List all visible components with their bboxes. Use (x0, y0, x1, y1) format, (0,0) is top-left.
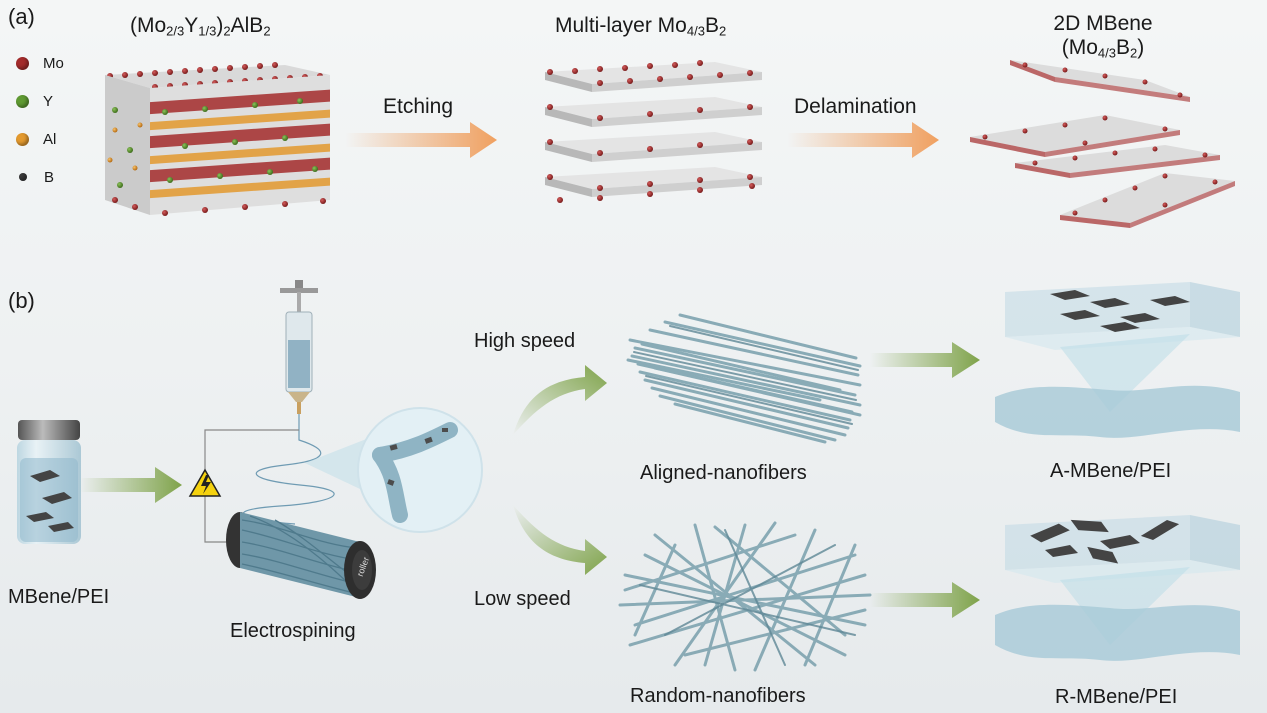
aligned-nanofibers-mat (626, 313, 862, 444)
random-nanofibers-mat (618, 521, 872, 672)
panel-b-label: (b) (8, 288, 35, 313)
aligned-to-composite-arrow-icon (870, 342, 980, 378)
delamination-label: Delamination (794, 95, 917, 118)
panel-a-label: (a) (8, 4, 35, 29)
multilayer-mbene (545, 60, 762, 203)
legend-label-mo: Mo (43, 54, 64, 72)
etching-arrow-icon (345, 122, 497, 158)
mo-dot-icon (16, 56, 29, 70)
vial-label: MBene/PEI (8, 586, 110, 608)
legend-item-mo: Mo (16, 44, 64, 82)
b-dot-icon (19, 173, 27, 181)
mbene-pei-vial (17, 420, 81, 544)
legend-item-al: Al (16, 120, 64, 158)
high-voltage-icon (188, 468, 222, 497)
speed-branch-arrows-icon (513, 365, 607, 575)
max-phase-crystal (105, 62, 330, 216)
random-nanofibers-label: Random-nanofibers (630, 685, 806, 707)
aligned-nanofibers-label: Aligned-nanofibers (640, 462, 807, 484)
a-mbene-pei-label: A-MBene/PEI (1050, 460, 1172, 482)
delamination-arrow-icon (787, 122, 939, 158)
stage1-title: (Mo2/3Y1/3)2AlB2 (130, 14, 271, 39)
atom-legend: Mo Y Al B (16, 44, 64, 196)
al-dot-icon (16, 132, 29, 146)
etching-label: Etching (383, 95, 454, 118)
y-dot-icon (16, 94, 29, 108)
electrospinning-label: Electrospining (230, 620, 356, 642)
vial-to-spinner-arrow-icon (80, 467, 182, 503)
electrospinning-setup: roller (188, 280, 483, 599)
low-speed-label: Low speed (474, 588, 571, 610)
r-mbene-pei-label: R-MBene/PEI (1055, 686, 1178, 708)
a-mbene-pei-composite (995, 282, 1240, 438)
legend-label-y: Y (43, 92, 54, 110)
legend-label-b: B (44, 168, 55, 186)
legend-label-al: Al (43, 130, 57, 148)
legend-item-y: Y (16, 82, 64, 120)
delaminated-mbene-sheets (970, 60, 1235, 228)
random-to-composite-arrow-icon (870, 582, 980, 618)
legend-item-b: B (16, 158, 64, 196)
r-mbene-pei-composite (995, 515, 1240, 661)
stage3-title: 2D MBene (Mo4/3B2) (1053, 12, 1153, 61)
high-speed-label: High speed (474, 330, 576, 352)
stage2-title: Multi-layer Mo4/3B2 (555, 14, 727, 39)
